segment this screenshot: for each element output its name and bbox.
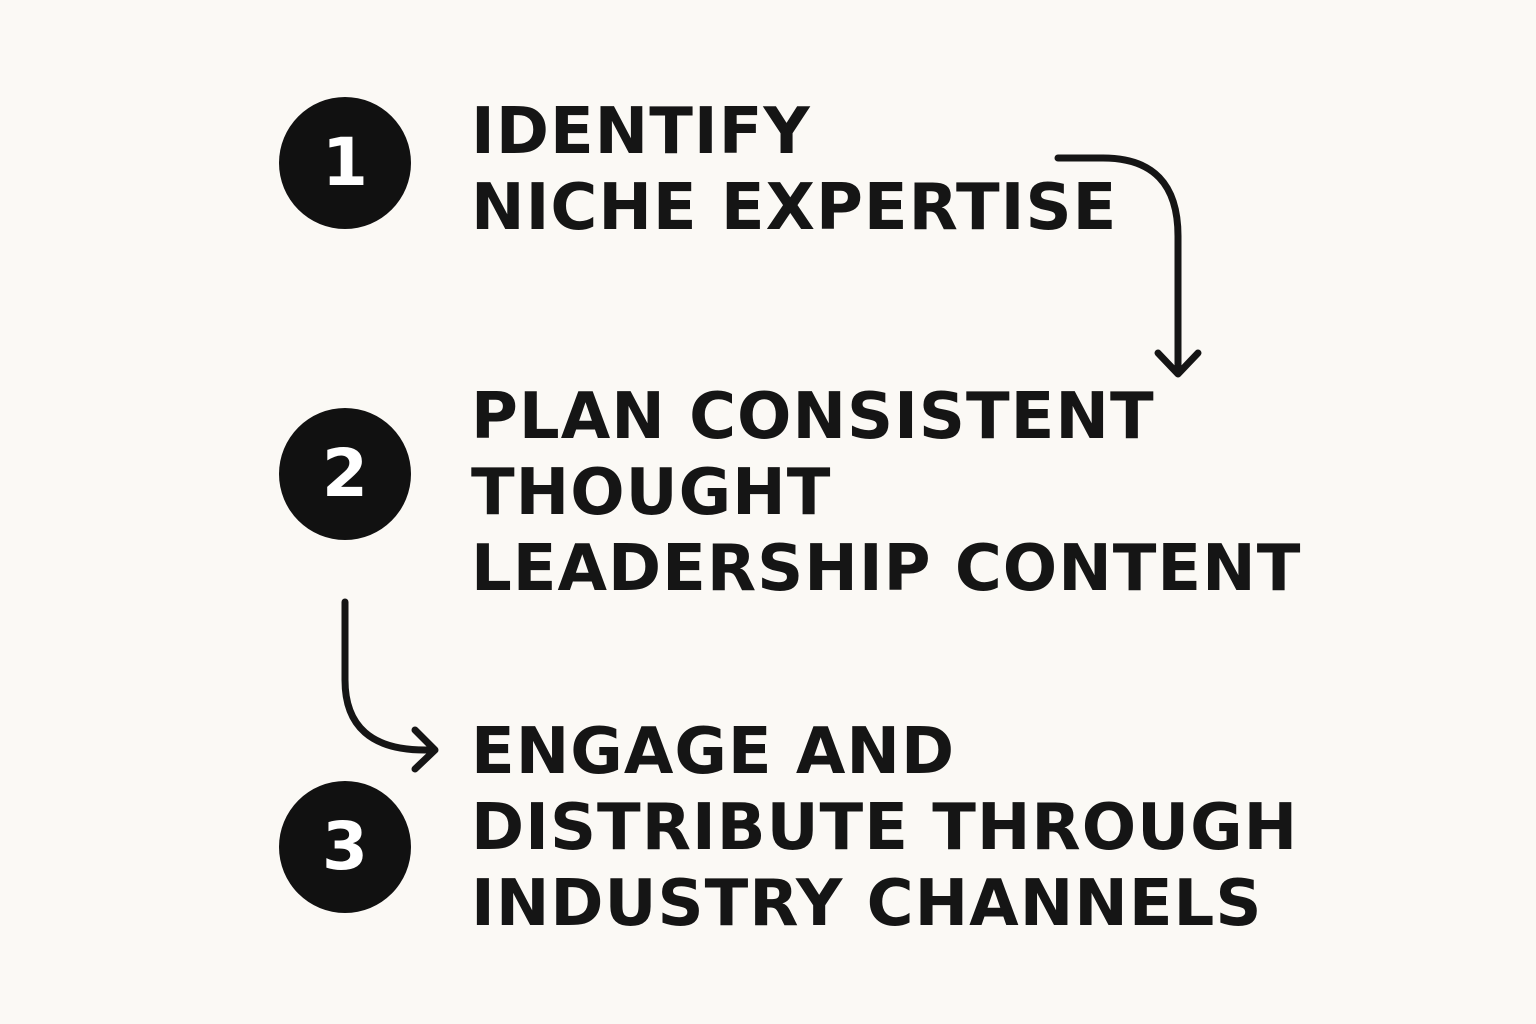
- step-3-line-1: ENGAGE AND: [471, 715, 956, 789]
- step-2-line-1: PLAN CONSISTENT: [471, 380, 1155, 454]
- step-2-text: PLAN CONSISTENT THOUGHT LEADERSHIP CONTE…: [471, 379, 1371, 607]
- step-2-line-3: LEADERSHIP CONTENT: [471, 532, 1302, 606]
- step-3-number-badge: 3: [279, 781, 411, 913]
- step-1-line-1: IDENTIFY: [471, 95, 811, 169]
- step-3-number: 3: [322, 808, 368, 885]
- step-1-number-badge: 1: [279, 97, 411, 229]
- curved-arrow-right-icon: [341, 598, 439, 773]
- step-1-number: 1: [322, 124, 368, 201]
- step-2-number: 2: [322, 435, 368, 512]
- step-1-line-2: NICHE EXPERTISE: [471, 171, 1118, 245]
- step-3-line-2: DISTRIBUTE THROUGH: [471, 791, 1299, 865]
- step-3-text: ENGAGE AND DISTRIBUTE THROUGH INDUSTRY C…: [471, 714, 1371, 942]
- step-2-line-2: THOUGHT: [471, 456, 832, 530]
- step-2-number-badge: 2: [279, 408, 411, 540]
- step-3-line-3: INDUSTRY CHANNELS: [471, 867, 1263, 941]
- step-1-text: IDENTIFY NICHE EXPERTISE: [471, 94, 1371, 246]
